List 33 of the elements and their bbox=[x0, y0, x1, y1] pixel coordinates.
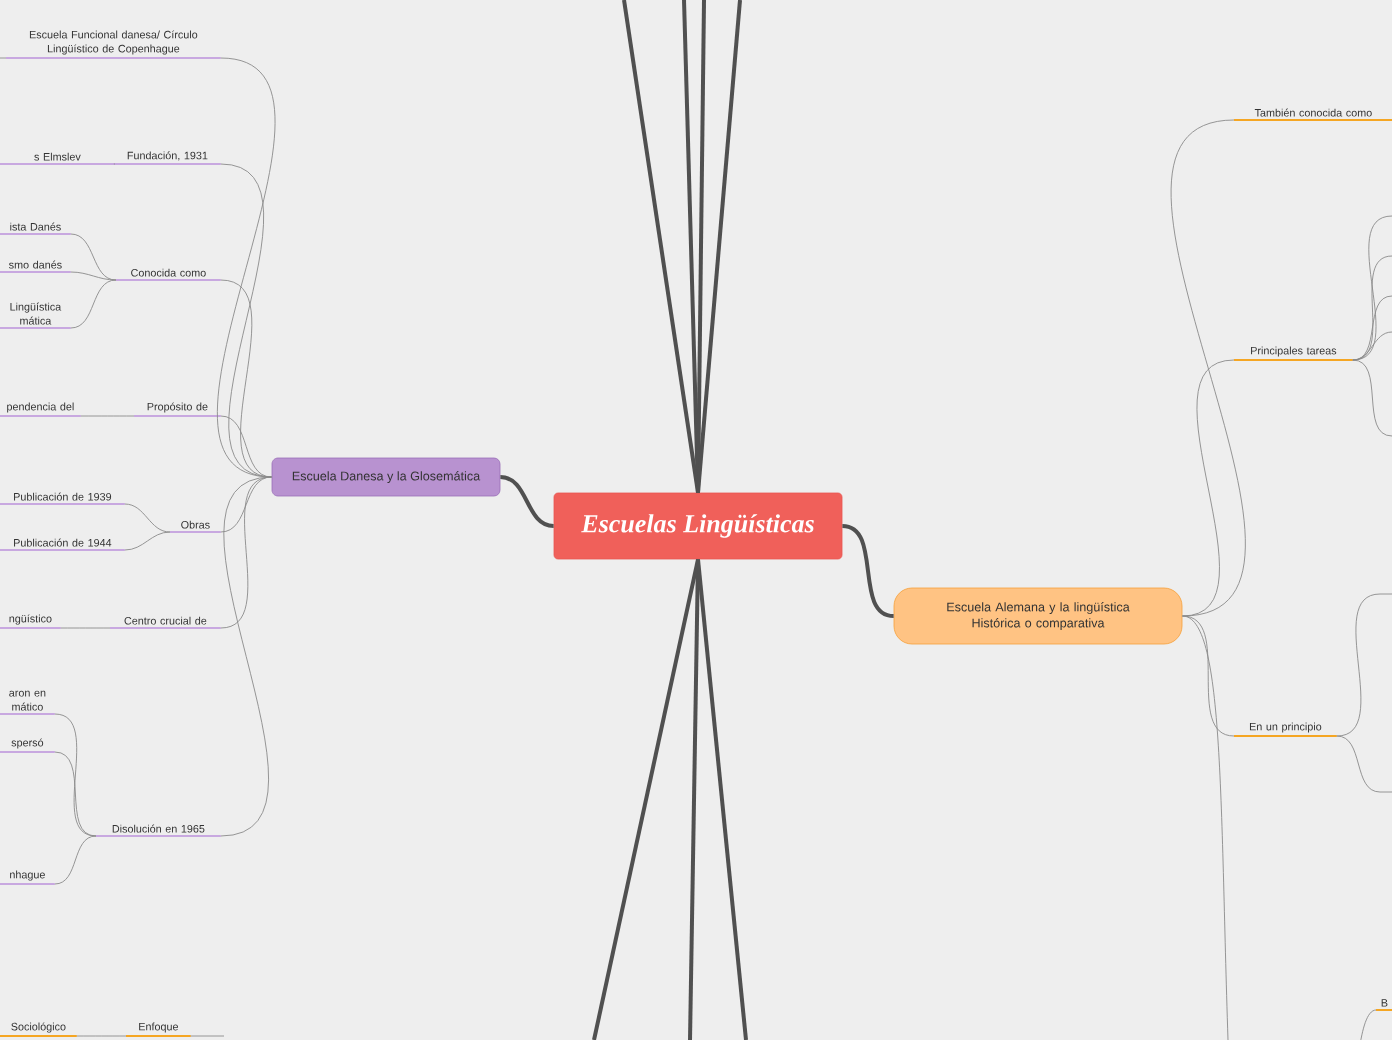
connector-line bbox=[124, 531, 171, 551]
connector-line bbox=[1181, 615, 1229, 1040]
connector-line bbox=[80, 415, 135, 417]
connector-line bbox=[220, 476, 273, 837]
connector-line bbox=[0, 57, 7, 59]
connector-line bbox=[688, 559, 700, 1040]
connector-line bbox=[696, 559, 748, 1040]
connector-line bbox=[696, 0, 742, 493]
connector-line bbox=[500, 475, 554, 528]
connector-line bbox=[1181, 615, 1235, 737]
connector-line bbox=[124, 503, 171, 533]
connector-line bbox=[696, 0, 706, 493]
connector-line bbox=[1352, 359, 1392, 437]
central-topic-box: Escuelas Lingüísticas bbox=[553, 492, 843, 560]
connector-line bbox=[70, 271, 117, 281]
connector-line bbox=[76, 1035, 127, 1037]
connector-line bbox=[1336, 593, 1392, 737]
connector-line bbox=[1170, 119, 1246, 617]
connector-line bbox=[190, 1035, 225, 1037]
connector-line bbox=[220, 415, 273, 478]
connector-line bbox=[622, 0, 700, 493]
connector-line bbox=[70, 233, 117, 281]
connector-line bbox=[1336, 735, 1392, 793]
connector-line bbox=[54, 751, 97, 837]
connector-line bbox=[54, 835, 97, 885]
connector-line bbox=[216, 57, 276, 478]
connector-line bbox=[842, 524, 894, 618]
connector-line bbox=[1359, 1009, 1377, 1040]
connector-line bbox=[60, 627, 111, 629]
connector-line bbox=[70, 279, 117, 329]
connector-line bbox=[592, 559, 700, 1040]
connector-line bbox=[1181, 359, 1235, 617]
connector-line bbox=[1352, 331, 1392, 361]
